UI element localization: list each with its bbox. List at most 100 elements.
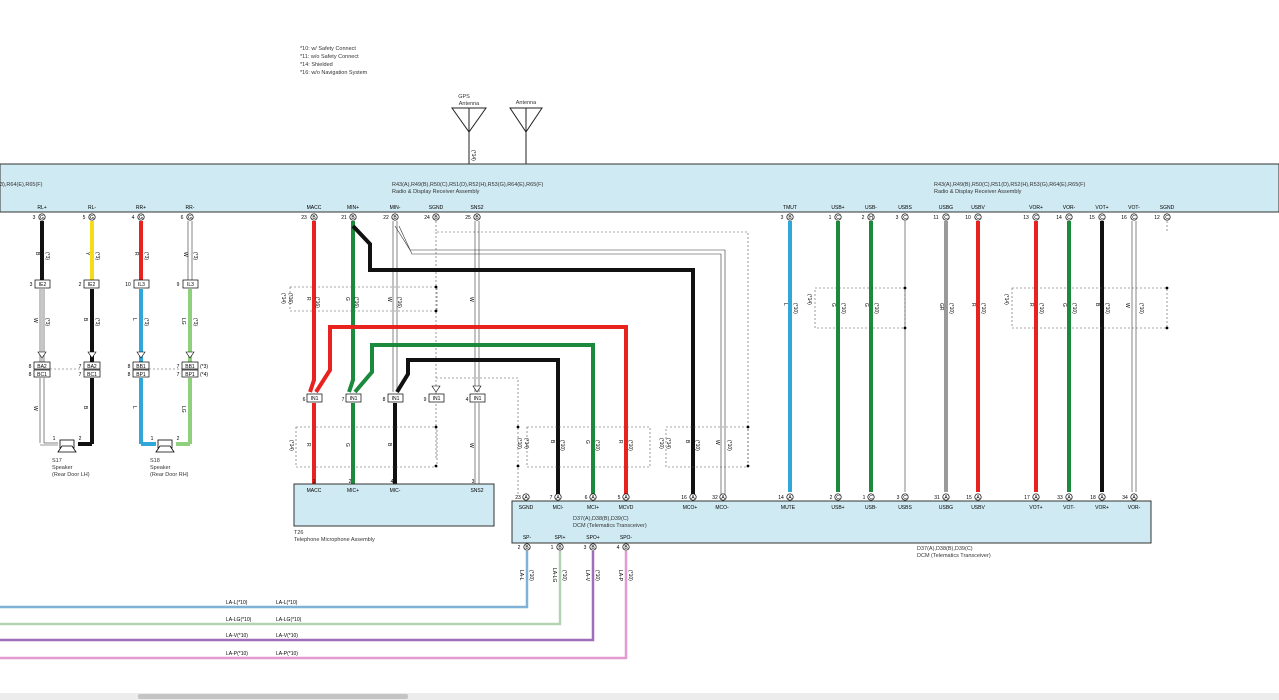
svg-text:A: A [624,495,628,501]
connector-ba2-2: 7 BA2 [79,361,101,370]
speaker-rear-door-lh: 1 2 S17 Speaker (Rear Door LH) [52,436,90,478]
svg-text:BB1: BB1 [185,364,195,370]
svg-text:8: 8 [383,397,386,403]
note-11: *11: w/o Safety Connect [300,54,359,60]
connector-bc1-1: 8 BC1 [29,369,51,378]
svg-text:(*10): (*10) [694,440,700,451]
svg-text:17: 17 [1024,495,1030,501]
svg-text:LG: LG [180,406,186,413]
svg-text:7: 7 [177,372,180,378]
svg-text:1: 1 [829,215,832,221]
notes-legend: *10: w/ Safety Connect *11: w/o Safety C… [300,46,368,76]
scrollbar-thumb[interactable] [138,694,408,699]
svg-text:SPO+: SPO+ [586,535,600,541]
connector-bp1-1: 8 BP1 [128,369,150,378]
mic-pin-sns2: SNS2 [470,488,483,494]
svg-text:LA-P: LA-P [617,570,623,582]
svg-text:R: R [305,297,311,301]
svg-text:(*3): (*3) [192,318,198,326]
radio-pin-rr-minus: RR- 6 G [181,205,195,221]
svg-text:C: C [869,495,873,501]
svg-text:(*10): (*10) [627,570,633,581]
svg-text:A: A [788,495,792,501]
svg-text:2: 2 [349,479,352,485]
svg-text:(*10): (*10) [559,440,565,451]
svg-text:33: 33 [1057,495,1063,501]
svg-text:B: B [351,215,355,221]
svg-text:G: G [139,215,143,221]
note-16: *16: w/o Navigation System [300,70,368,76]
mic-name: Telephone Microphone Assembly [294,537,375,543]
svg-text:SNS2: SNS2 [470,205,483,211]
horizontal-scrollbar[interactable] [0,693,1279,700]
svg-text:7: 7 [550,495,553,501]
svg-text:3: 3 [897,495,900,501]
svg-text:LA-L(*10): LA-L(*10) [276,600,298,606]
radio-pin-min-minus: MIN- 22 B [383,205,401,221]
svg-text:G: G [830,303,836,307]
svg-text:B: B [434,215,438,221]
svg-text:2: 2 [862,215,865,221]
svg-text:(*10): (*10) [726,440,732,451]
svg-text:4: 4 [617,545,620,551]
svg-text:LA-LG: LA-LG [551,568,557,583]
dcm-telematics-transceiver: D37(A),D38(B),D39(C) DCM (Telematics Tra… [511,500,1152,559]
svg-text:1: 1 [313,479,316,485]
gps-cable-note: (*14) [470,150,476,161]
radio-pin-usbs: USBS 3 C [896,205,913,221]
radio-receiver-box [0,163,1279,213]
svg-text:B: B [386,443,392,447]
svg-text:31: 31 [934,495,940,501]
svg-text:(*10): (*10) [980,303,986,314]
svg-text:C: C [1067,215,1071,221]
svg-text:MCI+: MCI+ [587,505,599,511]
svg-text:G: G [344,297,350,301]
connector-il3-2: 9 IL3 [177,279,199,289]
svg-text:3: 3 [781,215,784,221]
svg-text:LG: LG [180,318,186,325]
svg-text:B: B [82,406,88,410]
svg-text:W: W [714,440,720,445]
radio-pin-vor-plus: VOR+ 13 C [1023,205,1043,221]
svg-text:2: 2 [79,436,82,442]
radio-pin-sgnd: SGND 24 B [424,205,443,221]
mic-pin-macc: MACC [307,488,322,494]
svg-text:4: 4 [466,397,469,403]
svg-text:R: R [133,252,139,256]
svg-text:S17: S17 [52,458,62,464]
radio-pin-min-plus: MIN+ 21 B [341,205,359,221]
connector-in1-7: 7 IN1 [342,393,362,403]
svg-text:RR+: RR+ [136,205,146,211]
svg-text:VOT-: VOT- [1128,205,1140,211]
svg-text:3: 3 [472,479,475,485]
svg-text:23: 23 [301,215,307,221]
svg-text:IN1: IN1 [350,396,358,402]
svg-text:(*4): (*4) [200,372,208,378]
svg-text:G: G [344,443,350,447]
svg-text:10: 10 [965,215,971,221]
svg-text:(*14): (*14) [288,440,294,451]
svg-text:B: B [393,215,397,221]
connector-bb1-2: 7 BB1 (*3) [177,361,208,370]
svg-text:S18: S18 [150,458,160,464]
svg-text:(*3): (*3) [143,318,149,326]
svg-text:B: B [591,545,595,551]
svg-text:10: 10 [125,282,131,288]
svg-text:VOR+: VOR+ [1095,505,1109,511]
svg-text:G: G [1061,303,1067,307]
svg-text:MIN-: MIN- [390,205,401,211]
svg-text:(*10): (*10) [627,440,633,451]
svg-text:18: 18 [1090,495,1096,501]
svg-text:C: C [836,215,840,221]
svg-text:6: 6 [181,215,184,221]
svg-text:SPI+: SPI+ [555,535,566,541]
